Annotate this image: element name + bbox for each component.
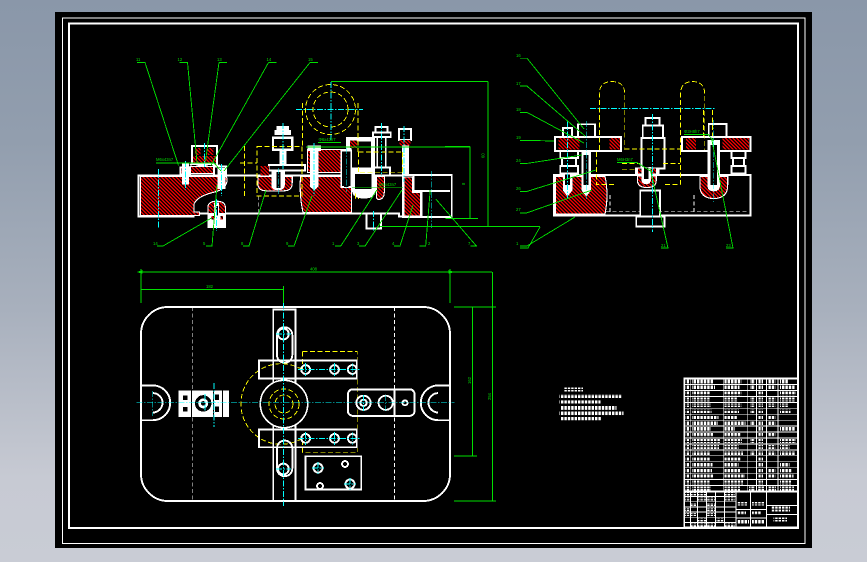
svg-text:14: 14: [153, 241, 158, 246]
svg-text:182: 182: [206, 284, 214, 289]
svg-text:3: 3: [357, 241, 360, 246]
svg-text:4: 4: [392, 241, 395, 246]
svg-text:18: 18: [516, 107, 521, 112]
svg-text:1: 1: [332, 241, 335, 246]
svg-text:2: 2: [428, 241, 431, 246]
svg-text:23: 23: [726, 243, 731, 248]
svg-text:8: 8: [461, 182, 466, 185]
svg-text:16: 16: [516, 53, 521, 58]
svg-text:M6H3n7: M6H3n7: [617, 157, 633, 162]
svg-text:12: 12: [178, 57, 183, 62]
svg-text:14: 14: [267, 57, 272, 62]
svg-text:15: 15: [308, 57, 313, 62]
svg-text:162: 162: [467, 376, 472, 384]
svg-text:5: 5: [203, 241, 206, 246]
svg-text:8: 8: [241, 241, 244, 246]
svg-text:M5x43n7: M5x43n7: [379, 182, 397, 187]
svg-text:24: 24: [516, 158, 521, 163]
svg-text:17: 17: [516, 81, 521, 86]
svg-text:7: 7: [468, 241, 471, 246]
svg-text:9: 9: [286, 241, 289, 246]
svg-text:27: 27: [516, 207, 521, 212]
svg-text:254: 254: [487, 392, 492, 400]
svg-text:M6x43n7: M6x43n7: [156, 157, 174, 162]
svg-text:408: 408: [310, 267, 318, 272]
svg-text:13: 13: [217, 57, 222, 62]
svg-text:Φ6x43h7: Φ6x43h7: [319, 137, 337, 142]
svg-text:11: 11: [136, 57, 141, 62]
svg-text:60: 60: [481, 153, 486, 158]
svg-text:1: 1: [516, 241, 519, 246]
svg-text:26: 26: [516, 186, 521, 191]
svg-text:21: 21: [661, 243, 666, 248]
svg-text:19: 19: [516, 135, 521, 140]
svg-text:Φ3H8h7: Φ3H8h7: [684, 129, 700, 134]
